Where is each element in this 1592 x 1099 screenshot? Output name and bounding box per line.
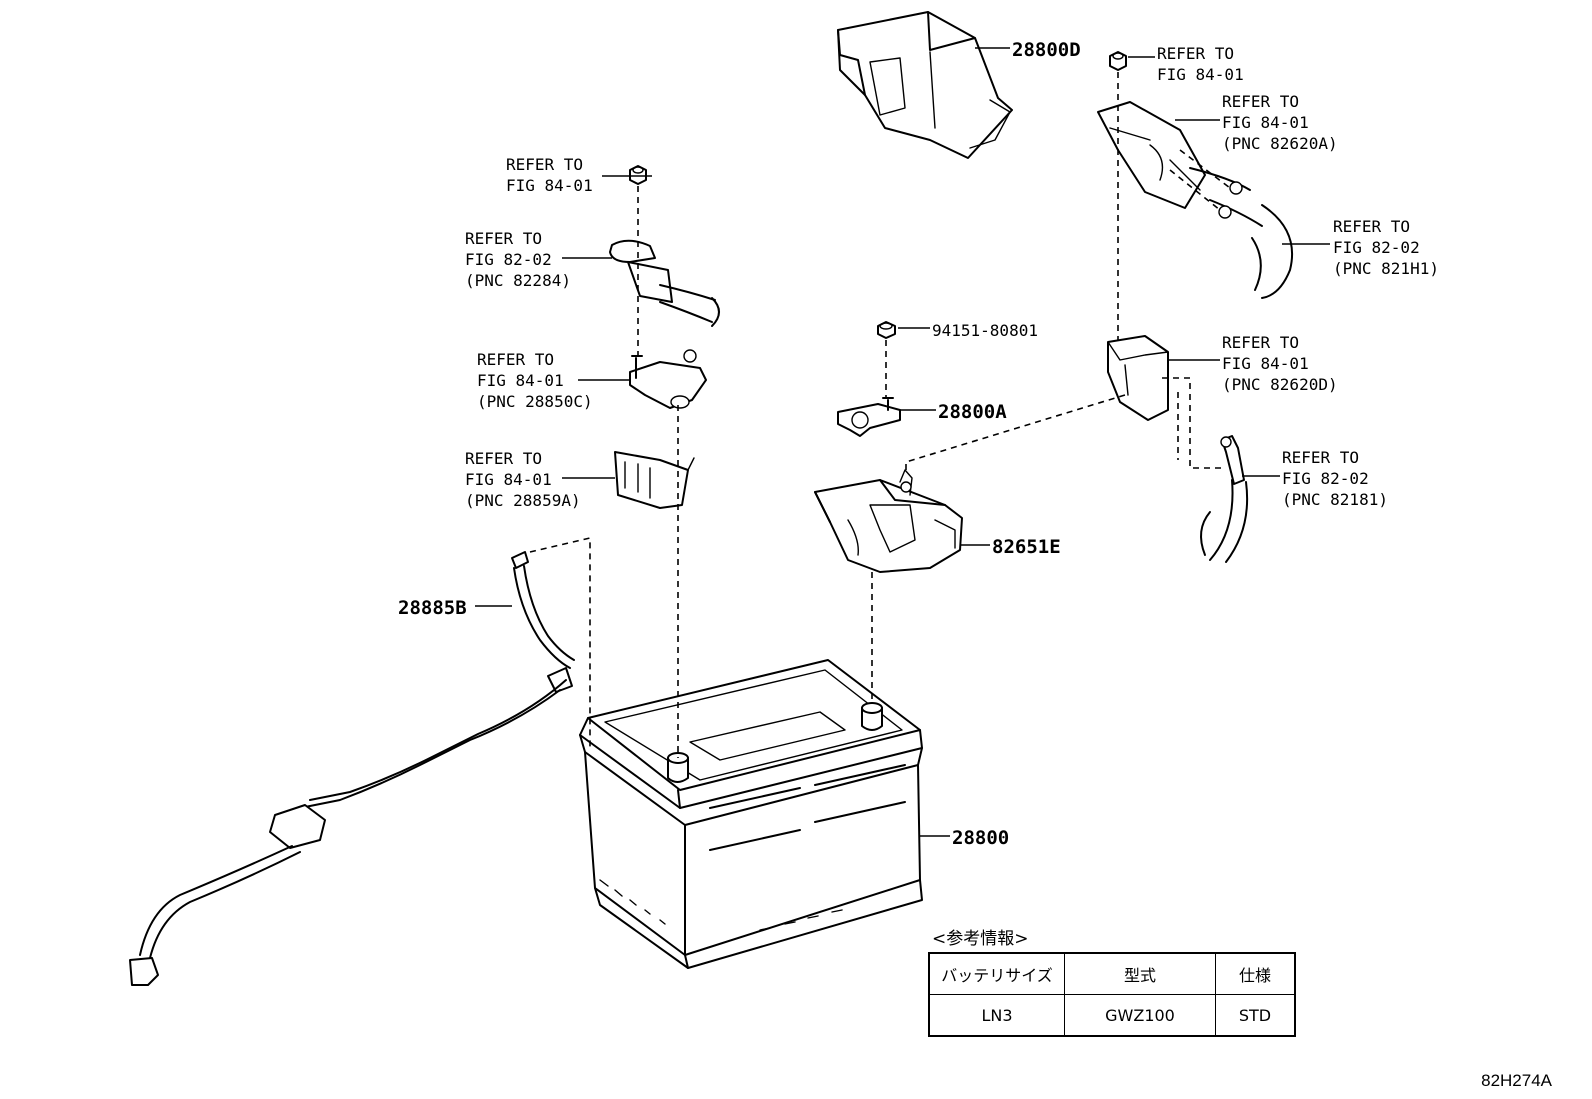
table-cell: STD: [1215, 994, 1296, 1037]
cover-28859A-drawing: [614, 451, 695, 509]
leader-lines: [475, 47, 1330, 837]
ref-label-3: REFER TO FIG 84-01 (PNC 28850C): [477, 350, 593, 411]
cover-28800D-drawing: [837, 11, 1013, 159]
ref-label-9: REFER TO FIG 82-02 (PNC 82181): [1282, 448, 1388, 509]
block-82651E-drawing: [814, 469, 963, 573]
table-header-row: バッテリサイズ 型式 仕様: [928, 952, 1296, 995]
battery-info-table: バッテリサイズ 型式 仕様 LN3 GWZ100 STD: [928, 952, 1296, 1037]
table-cell: LN3: [928, 994, 1065, 1037]
ref-label-1: REFER TO FIG 84-01: [506, 155, 593, 195]
ref-label-5: REFER TO FIG 84-01: [1157, 44, 1244, 84]
nut-right-drawing: [1109, 51, 1127, 71]
harness-28885B-drawing: [129, 551, 575, 986]
terminal-28850C-drawing: [629, 349, 707, 409]
block-82620D-drawing: [1107, 335, 1169, 421]
table-cell: GWZ100: [1064, 994, 1216, 1037]
part-label-94151-80801: 94151-80801: [932, 321, 1038, 340]
ref-label-7: REFER TO FIG 82-02 (PNC 821H1): [1333, 217, 1439, 278]
nut-left-drawing: [629, 165, 647, 185]
assembly-dashed-lines: [529, 72, 1231, 758]
cable-82181-drawing: [1200, 435, 1249, 563]
figure-id: 82H274A: [1481, 1071, 1553, 1090]
part-label-28800D: 28800D: [1012, 39, 1081, 61]
ref-label-2: REFER TO FIG 82-02 (PNC 82284): [465, 229, 571, 290]
cable-clamp-82284-drawing: [609, 239, 720, 327]
table-header-cell: バッテリサイズ: [928, 952, 1065, 995]
part-label-28800: 28800: [952, 827, 1009, 849]
table-header-cell: 仕様: [1215, 952, 1296, 995]
table-row: LN3 GWZ100 STD: [928, 994, 1296, 1037]
reference-labels: REFER TO FIG 84-01 REFER TO FIG 82-02 (P…: [465, 44, 1439, 510]
ref-label-4: REFER TO FIG 84-01 (PNC 28859A): [465, 449, 581, 510]
ref-label-6: REFER TO FIG 84-01 (PNC 82620A): [1222, 92, 1338, 153]
part-label-28800A: 28800A: [938, 401, 1007, 423]
part-labels: 28800D 28800A 82651E 28885B 28800 94151-…: [398, 39, 1081, 849]
bracket-82620A-drawing: [1097, 101, 1294, 299]
part-label-82651E: 82651E: [992, 536, 1061, 558]
table-header-cell: 型式: [1064, 952, 1216, 995]
battery-28800-drawing: [579, 659, 923, 969]
clamp-28800A-drawing: [837, 397, 901, 437]
part-label-28885B: 28885B: [398, 597, 467, 619]
ref-label-8: REFER TO FIG 84-01 (PNC 82620D): [1222, 333, 1338, 394]
reference-info-heading: <参考情報>: [932, 929, 1029, 949]
nut-94151-drawing: [877, 321, 896, 339]
